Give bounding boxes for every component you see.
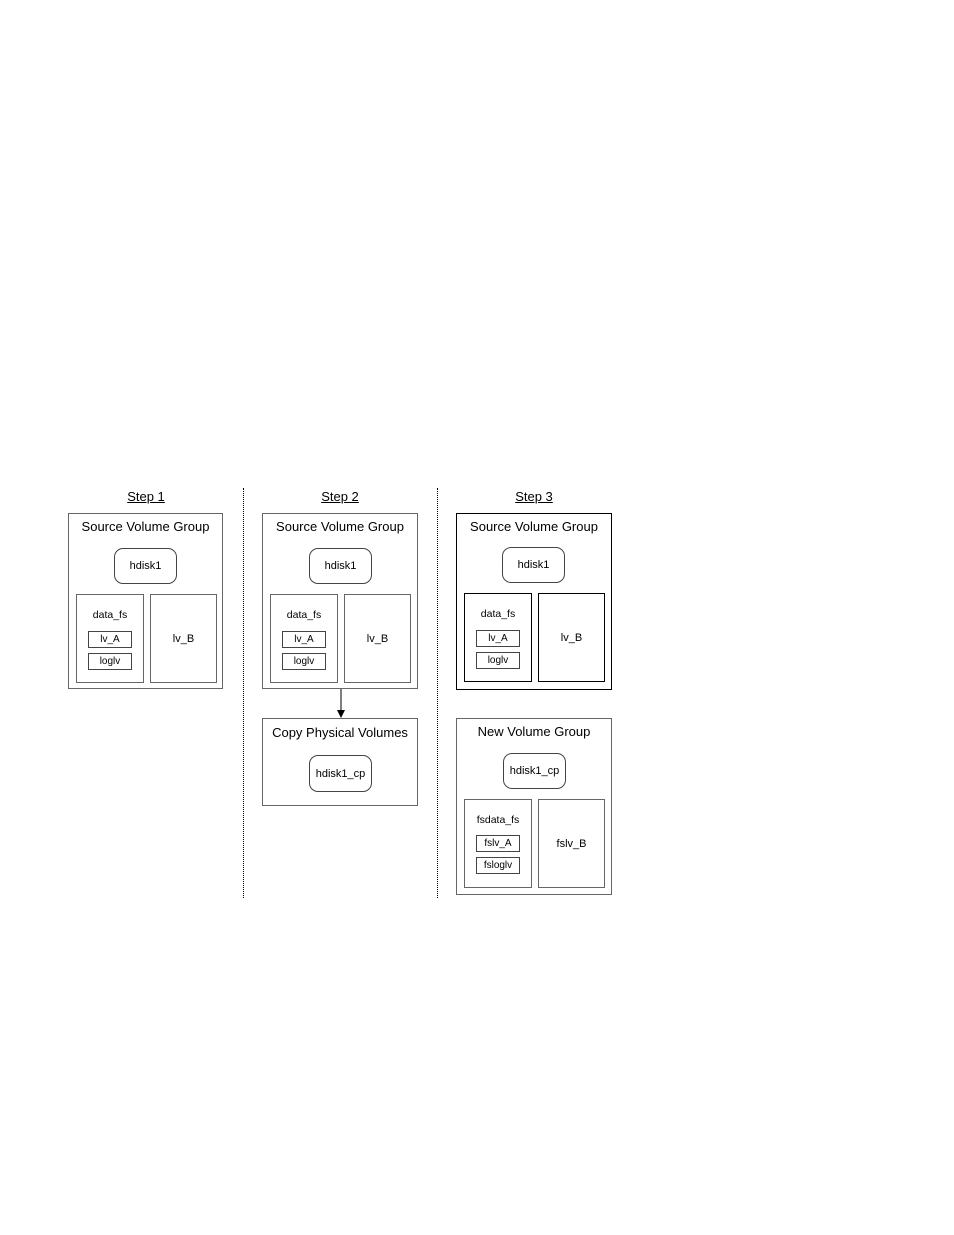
step-1-source-volume-group: Source Volume Group hdisk1 data_fs lv_A … [68,513,223,689]
logical-volume: fslv_A [476,835,520,852]
physical-disk-copy: hdisk1_cp [503,753,566,789]
logical-volume: loglv [476,652,520,669]
new-volume-group-title: New Volume Group [457,724,611,739]
logical-volume: loglv [282,653,326,670]
physical-disk: hdisk1 [114,548,177,584]
volume-group-title: Source Volume Group [457,519,611,534]
physical-disk-copy: hdisk1_cp [309,755,372,792]
logical-volume: loglv [88,653,132,670]
new-volume-group: New Volume Group hdisk1_cp fsdata_fs fsl… [456,718,612,895]
down-arrow-icon [332,689,350,719]
step-3-source-volume-group: Source Volume Group hdisk1 data_fs lv_A … [456,513,612,690]
volume-group-title: Source Volume Group [69,519,222,534]
volume-group-title: Source Volume Group [263,519,417,534]
logical-volume: lv_A [476,630,520,647]
step-divider [243,488,244,898]
step-1-title: Step 1 [86,489,206,504]
logical-volume-large: lv_B [150,594,217,683]
logical-volume: lv_A [282,631,326,648]
file-system: data_fs lv_A loglv [76,594,144,683]
physical-disk: hdisk1 [309,548,372,584]
step-2-source-volume-group: Source Volume Group hdisk1 data_fs lv_A … [262,513,418,689]
copy-physical-volumes-box: Copy Physical Volumes hdisk1_cp [262,718,418,806]
step-3-title: Step 3 [474,489,594,504]
file-system-label: data_fs [77,609,143,621]
step-divider [437,488,438,898]
copy-physical-volumes-title: Copy Physical Volumes [263,725,417,740]
physical-disk: hdisk1 [502,547,565,583]
step-2-title: Step 2 [280,489,400,504]
file-system-label: fsdata_fs [465,814,531,826]
logical-volume: lv_A [88,631,132,648]
logical-volume-large: fslv_B [538,799,605,888]
logical-volume-large: lv_B [344,594,411,683]
file-system: data_fs lv_A loglv [270,594,338,683]
file-system-label: data_fs [465,608,531,620]
file-system: data_fs lv_A loglv [464,593,532,682]
file-system-label: data_fs [271,609,337,621]
file-system: fsdata_fs fslv_A fsloglv [464,799,532,888]
logical-volume: fsloglv [476,857,520,874]
logical-volume-large: lv_B [538,593,605,682]
